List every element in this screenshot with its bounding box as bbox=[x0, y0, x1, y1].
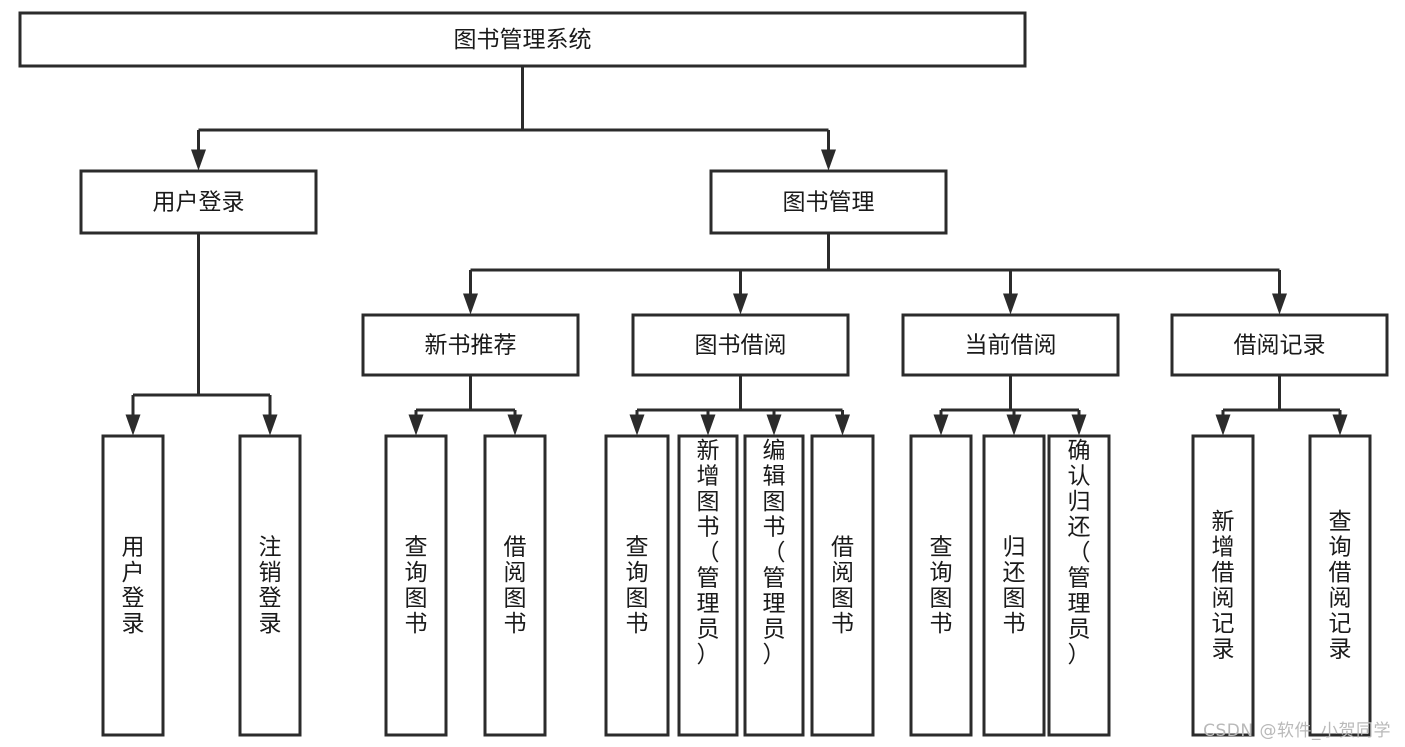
node-leaf-add-book-admin[interactable]: 新增图书（管理员） bbox=[677, 434, 739, 737]
arrow-icon-leaf-edit-book-admin bbox=[766, 414, 782, 436]
node-box-leaf-query-book-borrow bbox=[604, 434, 670, 737]
node-label-leaf-user-login: 用户登录 bbox=[122, 534, 145, 637]
arrow-icon-leaf-add-book-admin bbox=[700, 414, 716, 436]
node-leaf-edit-book-admin[interactable]: 编辑图书（管理员） bbox=[743, 434, 805, 737]
arrow-icon-book-management bbox=[821, 149, 836, 171]
node-box-book-borrow bbox=[631, 313, 850, 377]
node-label-leaf-query-book-borrow: 查询图书 bbox=[626, 534, 649, 637]
node-box-leaf-borrow-book bbox=[810, 434, 875, 737]
arrow-icon-new-book-recommend bbox=[463, 293, 478, 315]
node-leaf-borrow-book-recommend[interactable]: 借阅图书 bbox=[483, 434, 547, 737]
node-current-borrow[interactable]: 当前借阅 bbox=[901, 313, 1120, 377]
node-label-borrow-record: 借阅记录 bbox=[1234, 333, 1326, 359]
node-book-management[interactable]: 图书管理 bbox=[709, 169, 948, 235]
node-label-leaf-borrow-book-recommend: 借阅图书 bbox=[504, 534, 527, 637]
node-box-leaf-confirm-return-admin bbox=[1047, 434, 1111, 737]
node-label-leaf-query-book-current: 查询图书 bbox=[930, 534, 953, 637]
node-leaf-logout[interactable]: 注销登录 bbox=[238, 434, 302, 737]
node-box-leaf-borrow-book-recommend bbox=[483, 434, 547, 737]
arrow-icon-leaf-confirm-return-admin bbox=[1071, 414, 1087, 436]
arrow-icon-book-borrow bbox=[733, 293, 748, 315]
arrow-icon-leaf-query-book-current bbox=[933, 414, 949, 436]
connectors-layer bbox=[125, 66, 1348, 436]
node-box-leaf-logout bbox=[238, 434, 302, 737]
node-box-leaf-add-book-admin bbox=[677, 434, 739, 737]
node-label-leaf-borrow-book: 借阅图书 bbox=[831, 534, 854, 637]
watermark-label: CSDN @软件_小贺同学 bbox=[1203, 721, 1391, 741]
node-new-book-recommend[interactable]: 新书推荐 bbox=[361, 313, 580, 377]
arrow-icon-leaf-user-login bbox=[125, 414, 141, 436]
node-label-leaf-return-book: 归还图书 bbox=[1003, 534, 1026, 637]
node-label-leaf-confirm-return-admin: 确认归还（管理员） bbox=[1068, 438, 1091, 668]
node-label-book-management: 图书管理 bbox=[783, 190, 875, 216]
node-box-leaf-query-book-current bbox=[909, 434, 973, 737]
node-label-book-borrow: 图书借阅 bbox=[695, 333, 787, 359]
node-box-borrow-record bbox=[1170, 313, 1389, 377]
node-label-leaf-edit-book-admin: 编辑图书（管理员） bbox=[763, 438, 786, 668]
node-leaf-query-borrow-record[interactable]: 查询借阅记录 bbox=[1308, 434, 1372, 737]
node-box-new-book-recommend bbox=[361, 313, 580, 377]
node-label-root: 图书管理系统 bbox=[454, 27, 592, 53]
node-box-leaf-query-borrow-record bbox=[1308, 434, 1372, 737]
node-label-user-login: 用户登录 bbox=[153, 190, 245, 216]
node-label-leaf-add-book-admin: 新增图书（管理员） bbox=[697, 438, 720, 668]
arrow-icon-leaf-query-book-recommend bbox=[408, 414, 424, 436]
arrow-icon-leaf-borrow-book bbox=[835, 414, 850, 436]
node-leaf-add-borrow-record[interactable]: 新增借阅记录 bbox=[1191, 434, 1255, 737]
node-box-leaf-user-login bbox=[101, 434, 165, 737]
node-leaf-query-book-borrow[interactable]: 查询图书 bbox=[604, 434, 670, 737]
arrow-icon-leaf-logout bbox=[262, 414, 278, 436]
arrow-icon-leaf-return-book bbox=[1006, 414, 1022, 436]
arrow-icon-leaf-borrow-book-recommend bbox=[507, 414, 523, 436]
node-box-leaf-return-book bbox=[982, 434, 1046, 737]
node-box-user-login bbox=[79, 169, 318, 235]
node-leaf-user-login[interactable]: 用户登录 bbox=[101, 434, 165, 737]
node-leaf-confirm-return-admin[interactable]: 确认归还（管理员） bbox=[1047, 434, 1111, 737]
node-root[interactable]: 图书管理系统 bbox=[18, 11, 1027, 68]
arrow-icon-leaf-query-borrow-record bbox=[1332, 414, 1348, 436]
arrow-icon-current-borrow bbox=[1003, 293, 1018, 315]
node-leaf-query-book-current[interactable]: 查询图书 bbox=[909, 434, 973, 737]
arrow-icon-leaf-query-book-borrow bbox=[629, 414, 645, 436]
node-box-root bbox=[18, 11, 1027, 68]
node-label-new-book-recommend: 新书推荐 bbox=[425, 333, 517, 359]
arrow-icon-leaf-add-borrow-record bbox=[1215, 414, 1231, 436]
node-label-leaf-add-borrow-record: 新增借阅记录 bbox=[1212, 509, 1235, 663]
node-box-leaf-add-borrow-record bbox=[1191, 434, 1255, 737]
node-leaf-borrow-book[interactable]: 借阅图书 bbox=[810, 434, 875, 737]
node-box-current-borrow bbox=[901, 313, 1120, 377]
node-book-borrow[interactable]: 图书借阅 bbox=[631, 313, 850, 377]
node-leaf-query-book-recommend[interactable]: 查询图书 bbox=[384, 434, 448, 737]
arrow-icon-borrow-record bbox=[1272, 293, 1287, 315]
node-borrow-record[interactable]: 借阅记录 bbox=[1170, 313, 1389, 377]
node-leaf-return-book[interactable]: 归还图书 bbox=[982, 434, 1046, 737]
node-box-book-management bbox=[709, 169, 948, 235]
node-label-leaf-query-borrow-record: 查询借阅记录 bbox=[1329, 509, 1352, 663]
node-user-login[interactable]: 用户登录 bbox=[79, 169, 318, 235]
nodes-layer: 图书管理系统用户登录图书管理新书推荐图书借阅当前借阅借阅记录用户登录注销登录查询… bbox=[18, 11, 1389, 737]
node-box-leaf-query-book-recommend bbox=[384, 434, 448, 737]
arrow-icon-user-login bbox=[191, 149, 206, 171]
node-label-leaf-logout: 注销登录 bbox=[259, 534, 282, 637]
node-box-leaf-edit-book-admin bbox=[743, 434, 805, 737]
node-label-current-borrow: 当前借阅 bbox=[965, 333, 1057, 359]
node-label-leaf-query-book-recommend: 查询图书 bbox=[405, 534, 428, 637]
